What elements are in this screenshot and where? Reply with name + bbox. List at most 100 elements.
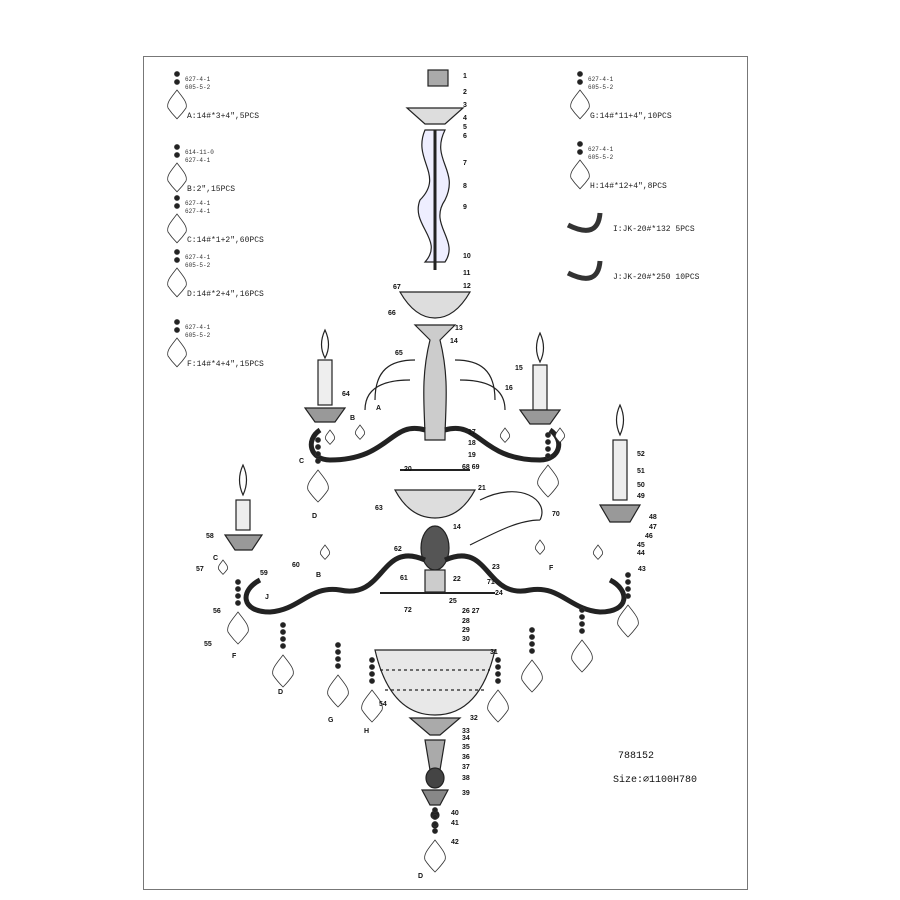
crystal-pendant (307, 469, 329, 503)
crystal-drops (217, 424, 639, 873)
crystal-pendant (361, 689, 383, 723)
legend-label: H:14#*12+4",8PCS (590, 182, 667, 191)
crystal-pendant (537, 464, 559, 498)
bead (529, 634, 535, 640)
callout-label: 4 (463, 115, 467, 122)
legend-label: J:JK-20#*250 10PCS (613, 273, 700, 282)
legend-label: I:JK-20#*132 5PCS (613, 225, 695, 234)
bead (235, 586, 241, 592)
callout-label: 68 69 (462, 464, 480, 471)
bead (174, 319, 180, 325)
bead (315, 451, 321, 457)
callout-label: 58 (206, 533, 214, 540)
crystal-pendant (167, 89, 187, 120)
callout-label: B (316, 572, 322, 579)
callout-label: 31 (490, 649, 498, 656)
bead (495, 678, 501, 684)
callout-label: 28 (462, 618, 470, 625)
crystal-pendant (354, 424, 366, 440)
callout-label: 71 (487, 579, 495, 586)
callout-label: 14 (453, 524, 461, 531)
legend-label: F:14#*4+4",15PCS (187, 360, 264, 369)
bead (529, 648, 535, 654)
bead (335, 649, 341, 655)
bead (369, 671, 375, 677)
crystal-pendant (521, 659, 543, 693)
part-code: 605-5-2 (185, 332, 211, 339)
callout-label: 17 (468, 429, 476, 436)
bead (235, 593, 241, 599)
part-code: 627-4-1 (185, 254, 211, 261)
bead (579, 621, 585, 627)
bead (529, 627, 535, 633)
bead (577, 141, 583, 147)
callout-label: 37 (462, 764, 470, 771)
bead (577, 79, 583, 85)
callout-label: G (328, 717, 334, 724)
callout-label: 67 (393, 284, 401, 291)
callout-label: 40 (451, 810, 459, 817)
bead (280, 643, 286, 649)
candle (235, 499, 251, 531)
callout-label: 19 (468, 452, 476, 459)
callout-label: 23 (492, 564, 500, 571)
callout-label: 38 (462, 775, 470, 782)
crystal-pendant (167, 267, 187, 298)
bead (315, 437, 321, 443)
part-code: 614-11-0 (185, 149, 214, 156)
bead (577, 71, 583, 77)
bead (280, 629, 286, 635)
bead (625, 593, 631, 599)
callout-label: 50 (637, 482, 645, 489)
bead (545, 453, 551, 459)
bead (174, 203, 180, 209)
callout-label: 45 (637, 542, 645, 549)
callout-label: J (265, 594, 269, 601)
callout-label: 21 (478, 485, 486, 492)
callout-label: 46 (645, 533, 653, 540)
callout-label: 3 (463, 102, 467, 109)
callout-label: 18 (468, 440, 476, 447)
callout-label: 26 27 (462, 608, 480, 615)
callout-label: C (299, 458, 305, 465)
bead (495, 657, 501, 663)
crystal-pendant (487, 689, 509, 723)
legend-label: G:14#*11+4",10PCS (590, 112, 672, 121)
bead (545, 432, 551, 438)
bead (174, 152, 180, 158)
callout-label: 35 (462, 744, 470, 751)
crystal-pendant (167, 162, 187, 193)
callout-label: 54 (379, 701, 387, 708)
callout-label: 30 (462, 636, 470, 643)
callout-label: 22 (453, 576, 461, 583)
callout-label: 11 (463, 270, 471, 277)
arm-icon (566, 260, 603, 281)
middle-bowl (393, 489, 477, 519)
crystal-ball (420, 525, 450, 571)
bottom-bowl (374, 649, 496, 716)
bead (174, 327, 180, 333)
arm-icon (566, 212, 603, 233)
bead (432, 828, 438, 834)
callout-label: 39 (462, 790, 470, 797)
callout-label: 65 (395, 350, 403, 357)
bead (335, 656, 341, 662)
bead (369, 657, 375, 663)
bead (369, 664, 375, 670)
bead (235, 600, 241, 606)
bead (174, 257, 180, 263)
drawing-sheet (143, 56, 748, 890)
lower-arm-left (243, 553, 427, 615)
part-code: 627-4-1 (588, 146, 614, 153)
callout-label: 1 (463, 73, 467, 80)
crystal-pendant (571, 639, 593, 673)
bead (545, 439, 551, 445)
part-code: 627-4-1 (185, 200, 211, 207)
callout-label: 72 (404, 607, 412, 614)
part-code: 627-4-1 (185, 324, 211, 331)
callout-label: 36 (462, 754, 470, 761)
callout-label: 10 (463, 253, 471, 260)
callout-label: 6 (463, 133, 467, 140)
callout-label: 51 (637, 468, 645, 475)
